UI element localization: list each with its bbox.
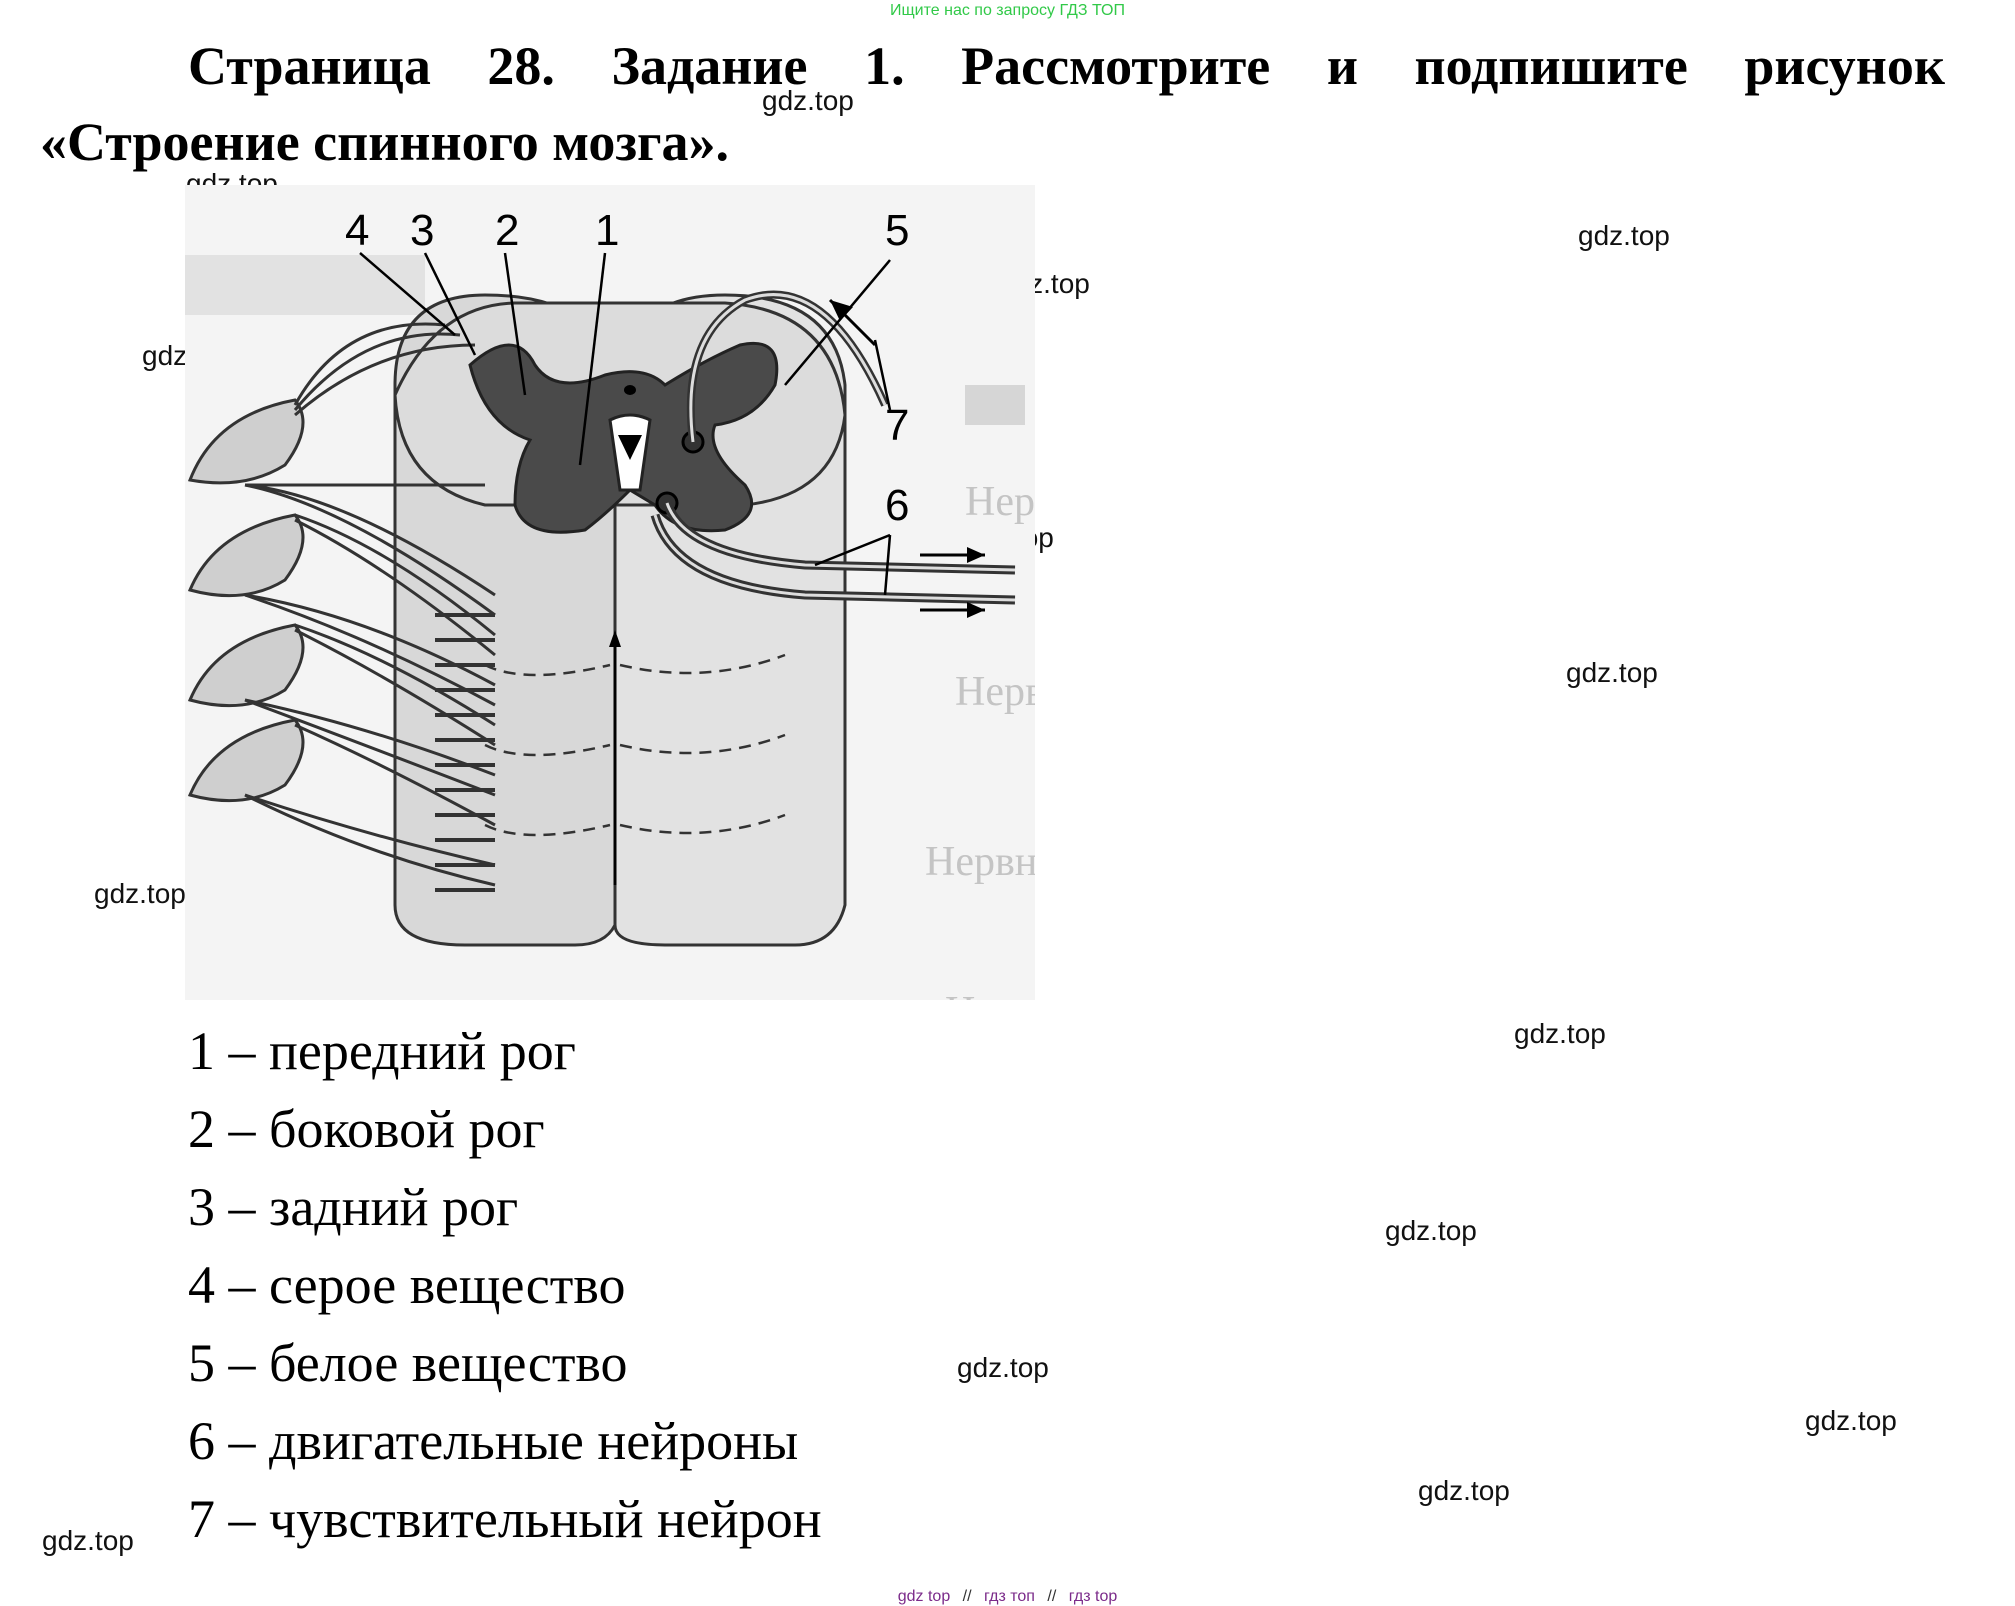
answer-item: 4 – серое вещество <box>188 1255 626 1315</box>
page-title: Страница 28. Задание 1. Рассмотрите и по… <box>40 28 1945 180</box>
footer-link[interactable]: gdz top <box>897 1588 951 1605</box>
watermark: gdz.top <box>94 878 186 909</box>
figure-label: 3 <box>410 206 434 255</box>
watermark: gdz.top <box>1805 1405 1897 1436</box>
figure-label: 1 <box>595 206 619 255</box>
answer-item: 7 – чувствительный нейрон <box>188 1489 822 1549</box>
answer-item: 6 – двигательные нейроны <box>188 1411 799 1471</box>
figure-label: 6 <box>885 481 909 530</box>
figure-label: 2 <box>495 206 519 255</box>
watermark: gdz.top <box>1385 1215 1477 1246</box>
answer-item: 5 – белое вещество <box>188 1333 628 1393</box>
faint-text: Нерв <box>955 669 1035 715</box>
title-line-1: Страница 28. Задание 1. Рассмотрите и по… <box>188 36 1945 96</box>
title-line-2: «Строение спинного мозга». <box>40 112 730 172</box>
footer-separator: // <box>1047 1588 1057 1605</box>
watermark: gdz.top <box>1418 1475 1510 1506</box>
top-banner: Ищите нас по запросу ГДЗ ТОП <box>890 2 1125 19</box>
figure-label: 7 <box>885 401 909 450</box>
faint-text: Нервн <box>925 839 1035 885</box>
footer: gdz top // гдз топ // гдз top <box>0 1588 2015 1606</box>
footer-link[interactable]: гдз top <box>1068 1588 1118 1605</box>
spinal-cord-figure: Нер Нерв Нервн Непн <box>185 185 1035 1000</box>
watermark: gdz.top <box>42 1525 134 1556</box>
answer-list: 1 – передний рог 2 – боковой рог 3 – зад… <box>188 1012 822 1558</box>
watermark: gdz.top <box>957 1352 1049 1383</box>
answer-item: 3 – задний рог <box>188 1177 519 1237</box>
faint-text: Непн <box>945 989 1035 1000</box>
answer-item: 1 – передний рог <box>188 1021 576 1081</box>
figure-label: 5 <box>885 206 909 255</box>
watermark: gdz.top <box>1514 1018 1606 1049</box>
figure-label: 4 <box>345 206 369 255</box>
watermark: gdz.top <box>1566 657 1658 688</box>
watermark: gdz.top <box>762 85 854 116</box>
answer-item: 2 – боковой рог <box>188 1099 545 1159</box>
watermark: gdz.top <box>1578 220 1670 251</box>
footer-separator: // <box>962 1588 972 1605</box>
footer-link[interactable]: гдз топ <box>984 1588 1035 1605</box>
faint-text: Нер <box>965 479 1035 525</box>
